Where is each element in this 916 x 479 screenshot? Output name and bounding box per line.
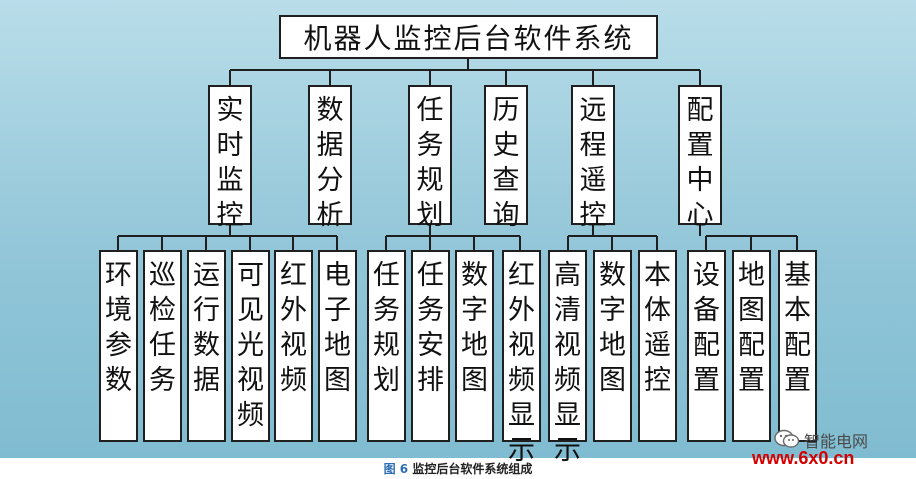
leaf-label: 地图配置	[738, 260, 765, 396]
figure-caption: 图 6 监控后台软件系统组成	[0, 460, 916, 479]
module-label: 任务规划	[416, 95, 444, 231]
leaf-operation-data: 运行数据	[187, 250, 226, 442]
module-realtime-monitor: 实时监控	[208, 85, 252, 231]
module-task-planning: 任务规划	[408, 85, 452, 231]
module-label: 历史查询	[492, 95, 520, 231]
module-label: 实时监控	[216, 95, 244, 231]
diagram-panel: 机器人监控后台软件系统 实时监控 数据分析 任务规划 历史查询 远程遥控 配置中…	[0, 0, 916, 468]
connector-task-drops	[385, 236, 521, 250]
leaf-label: 电子地图	[324, 260, 351, 396]
leaf-electronic-map: 电子地图	[318, 250, 357, 442]
leaf-environment-params: 环境参数	[99, 250, 138, 442]
wechat-icon	[774, 429, 800, 448]
leaf-device-config: 设备配置	[687, 250, 726, 442]
leaf-remote-digital-map: 数字地图	[593, 250, 632, 442]
leaf-visible-light-video: 可见光视频	[231, 250, 270, 442]
module-label: 配置中心	[686, 95, 714, 231]
module-remote-control: 远程遥控	[571, 85, 615, 231]
leaf-label: 任务安排	[417, 260, 444, 396]
watermark-url: www.6x0.cn	[752, 448, 855, 468]
leaf-label: 巡检任务	[149, 260, 176, 396]
connector-config-drops	[705, 236, 798, 250]
leaf-patrol-task: 巡检任务	[143, 250, 182, 442]
leaf-hd-video-display: 高清视频显示	[548, 250, 587, 466]
leaf-label: 可见光视频	[237, 260, 264, 431]
figure-number: 图 6	[383, 462, 409, 476]
connector-remote-drops	[567, 236, 658, 250]
leaf-label: 基本配置	[784, 260, 811, 396]
leaf-label: 任务规划	[373, 260, 400, 396]
module-history-query: 历史查询	[484, 85, 528, 231]
module-data-analysis: 数据分析	[308, 85, 352, 231]
leaf-label: 本体遥控	[644, 260, 671, 396]
leaf-label: 设备配置	[693, 260, 720, 396]
watermark-name: 智能电网	[804, 432, 869, 451]
module-label: 远程遥控	[579, 95, 607, 231]
leaf-label: 红外视频显示	[508, 260, 535, 466]
watermark: 智能电网 www.6x0.cn	[752, 428, 916, 470]
leaf-label: 环境参数	[105, 260, 132, 396]
leaf-basic-config: 基本配置	[778, 250, 817, 442]
leaf-digital-map: 数字地图	[455, 250, 494, 442]
root-node: 机器人监控后台软件系统	[279, 15, 658, 59]
leaf-label: 数字地图	[461, 260, 488, 396]
leaf-map-config: 地图配置	[732, 250, 771, 442]
module-config-center: 配置中心	[678, 85, 722, 231]
leaf-infrared-video-display: 红外视频显示	[502, 250, 541, 466]
leaf-task-arrangement: 任务安排	[411, 250, 450, 442]
connector-lines	[117, 59, 798, 250]
leaf-task-planning: 任务规划	[367, 250, 406, 442]
connector-level1-drops	[229, 70, 701, 85]
connector-monitor-drops	[117, 236, 338, 250]
module-label: 数据分析	[316, 95, 344, 231]
leaf-label: 红外视频	[280, 260, 307, 396]
leaf-infrared-video: 红外视频	[274, 250, 313, 442]
figure-caption-text: 监控后台软件系统组成	[412, 462, 533, 476]
leaf-label: 高清视频显示	[554, 260, 581, 466]
leaf-label: 运行数据	[193, 260, 220, 396]
leaf-label: 数字地图	[599, 260, 626, 396]
leaf-body-remote-control: 本体遥控	[638, 250, 677, 442]
